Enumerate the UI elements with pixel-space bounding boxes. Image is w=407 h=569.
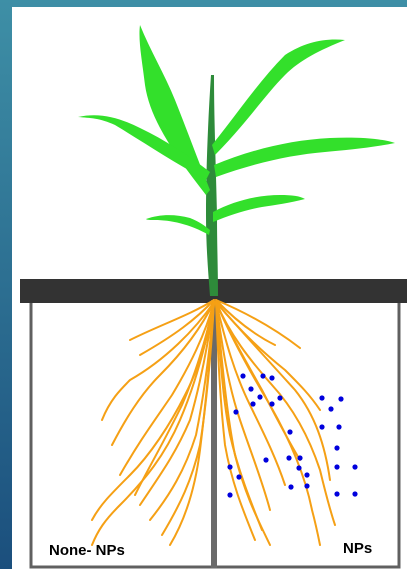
label-none-nps: None- NPs bbox=[49, 542, 125, 559]
nanoparticle-dot bbox=[336, 424, 341, 429]
nanoparticle-dot bbox=[352, 464, 357, 469]
nanoparticle-dot bbox=[269, 375, 274, 380]
nanoparticle-dot bbox=[269, 401, 274, 406]
nanoparticle-dot bbox=[338, 396, 343, 401]
nanoparticle-dot bbox=[352, 491, 357, 496]
nanoparticle-dot bbox=[257, 394, 262, 399]
nanoparticle-dot bbox=[304, 483, 309, 488]
nanoparticle-dot bbox=[304, 472, 309, 477]
nanoparticle-dot bbox=[260, 373, 265, 378]
nanoparticle-dot bbox=[334, 445, 339, 450]
nanoparticle-dot bbox=[319, 424, 324, 429]
nanoparticle-dot bbox=[240, 373, 245, 378]
label-nps: NPs bbox=[343, 540, 372, 557]
nanoparticle-dot bbox=[250, 401, 255, 406]
nanoparticle-dot bbox=[286, 455, 291, 460]
nanoparticle-dot bbox=[236, 474, 241, 479]
nanoparticle-dot bbox=[227, 492, 232, 497]
nanoparticle-dot bbox=[328, 406, 333, 411]
nanoparticle-dot bbox=[288, 484, 293, 489]
nanoparticle-dot bbox=[319, 395, 324, 400]
nanoparticle-dot bbox=[287, 429, 292, 434]
nanoparticle-dot bbox=[227, 464, 232, 469]
nanoparticle-dot bbox=[233, 409, 238, 414]
nanoparticle-dot bbox=[334, 464, 339, 469]
nanoparticle-dot bbox=[334, 491, 339, 496]
nanoparticle-dot bbox=[277, 395, 282, 400]
nanoparticle-dot bbox=[296, 465, 301, 470]
nanoparticle-dot bbox=[248, 386, 253, 391]
nanoparticle-dot bbox=[263, 457, 268, 462]
nanoparticle-dot bbox=[297, 455, 302, 460]
